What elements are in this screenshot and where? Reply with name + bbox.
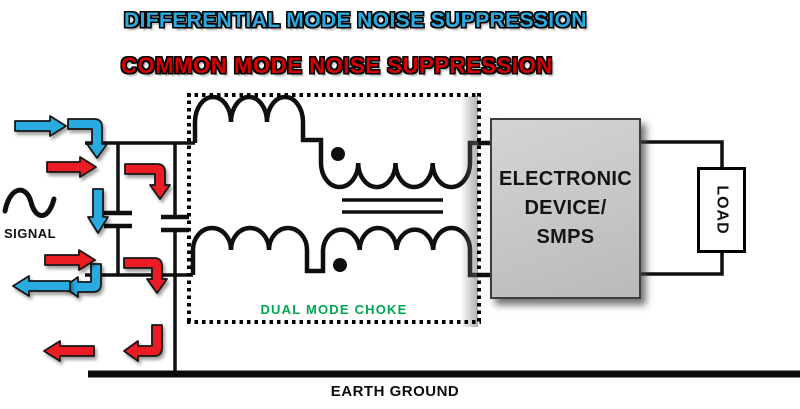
device-label-line1: ELECTRONIC xyxy=(499,168,632,190)
choke-box-border-top xyxy=(187,93,481,97)
choke-box-border-bottom xyxy=(187,320,481,324)
phase-dot-bottom xyxy=(333,258,347,272)
blue-arrow-bend-left xyxy=(63,263,102,298)
choke-top-left-winding xyxy=(192,94,324,163)
capacitor1-plates xyxy=(104,210,132,229)
dual-mode-choke-box: DUAL MODE CHOKE xyxy=(187,93,481,327)
title-common-mode: COMMON MODE NOISE SUPPRESSION xyxy=(121,53,553,78)
blue-arrow-in-right xyxy=(14,115,67,137)
choke-box-border-right xyxy=(477,93,481,324)
red-arrow-in-right-lower xyxy=(44,249,96,271)
phase-dot-top xyxy=(331,147,345,161)
blue-arrow-down-mid xyxy=(87,188,109,234)
choke-bottom-right-winding xyxy=(320,225,490,278)
transformer-core-lines xyxy=(342,198,443,214)
earth-ground-label: EARTH GROUND xyxy=(330,383,460,400)
red-arrow-bend-down-top xyxy=(124,163,171,200)
electronic-device-box: ELECTRONIC DEVICE/ SMPS xyxy=(490,118,641,299)
load-label: LOAD xyxy=(713,185,731,235)
choke-top-right-winding xyxy=(318,140,490,190)
device-label-line3: SMPS xyxy=(536,226,595,248)
sine-wave-icon xyxy=(2,187,57,218)
choke-bottom-left-winding xyxy=(190,225,326,275)
red-arrow-in-right xyxy=(46,156,97,178)
choke-box-border-left xyxy=(187,93,191,324)
load-wires xyxy=(641,140,724,276)
red-arrow-out-left-ground xyxy=(43,340,95,362)
signal-label: SIGNAL xyxy=(3,226,57,241)
red-arrow-bend-down-bottom xyxy=(123,257,168,294)
choke-label: DUAL MODE CHOKE xyxy=(260,302,408,317)
red-arrow-bend-left-ground xyxy=(123,324,163,362)
device-label-line2: DEVICE/ xyxy=(524,197,607,219)
load-box: LOAD xyxy=(697,167,746,253)
capacitor2-plates xyxy=(161,214,189,233)
blue-arrow-out-left xyxy=(12,275,71,297)
blue-arrow-bend-down xyxy=(67,118,108,159)
title-differential-mode: DIFFERENTIAL MODE NOISE SUPPRESSION xyxy=(124,9,587,32)
choke-box-shadow xyxy=(460,96,478,327)
